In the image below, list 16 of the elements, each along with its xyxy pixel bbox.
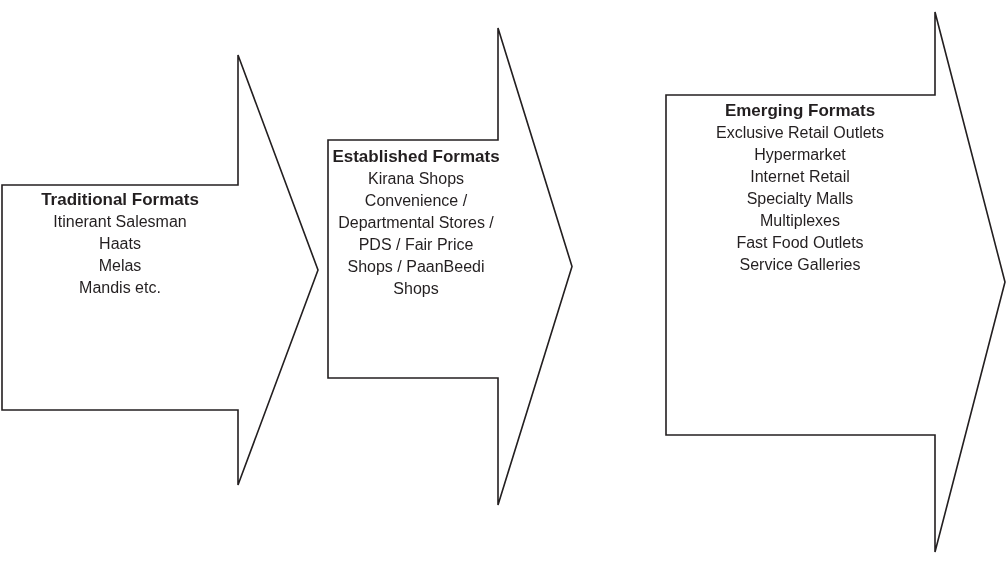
format-item: Kirana Shops xyxy=(367,169,465,189)
format-item: Hypermarket xyxy=(754,145,846,165)
format-item: Specialty Malls xyxy=(746,189,854,209)
arrow-heading: Emerging Formats xyxy=(724,100,876,122)
format-item: Convenience / Departmental Stores / PDS / Fair Price Shops / PaanBeedi Shops xyxy=(337,191,495,299)
format-item: Fast Food Outlets xyxy=(736,233,864,253)
format-item: Melas xyxy=(98,256,142,276)
format-item: Exclusive Retail Outlets xyxy=(715,123,885,143)
arrow-heading: Traditional Formats xyxy=(41,189,199,211)
format-item: Internet Retail xyxy=(750,167,850,187)
format-item: Service Galleries xyxy=(739,255,861,275)
format-item: Mandis etc. xyxy=(79,278,161,298)
format-item: Multiplexes xyxy=(760,211,840,231)
arrow-heading: Established Formats xyxy=(332,146,500,168)
format-item: Itinerant Salesman xyxy=(53,212,187,232)
format-item: Haats xyxy=(99,234,141,254)
